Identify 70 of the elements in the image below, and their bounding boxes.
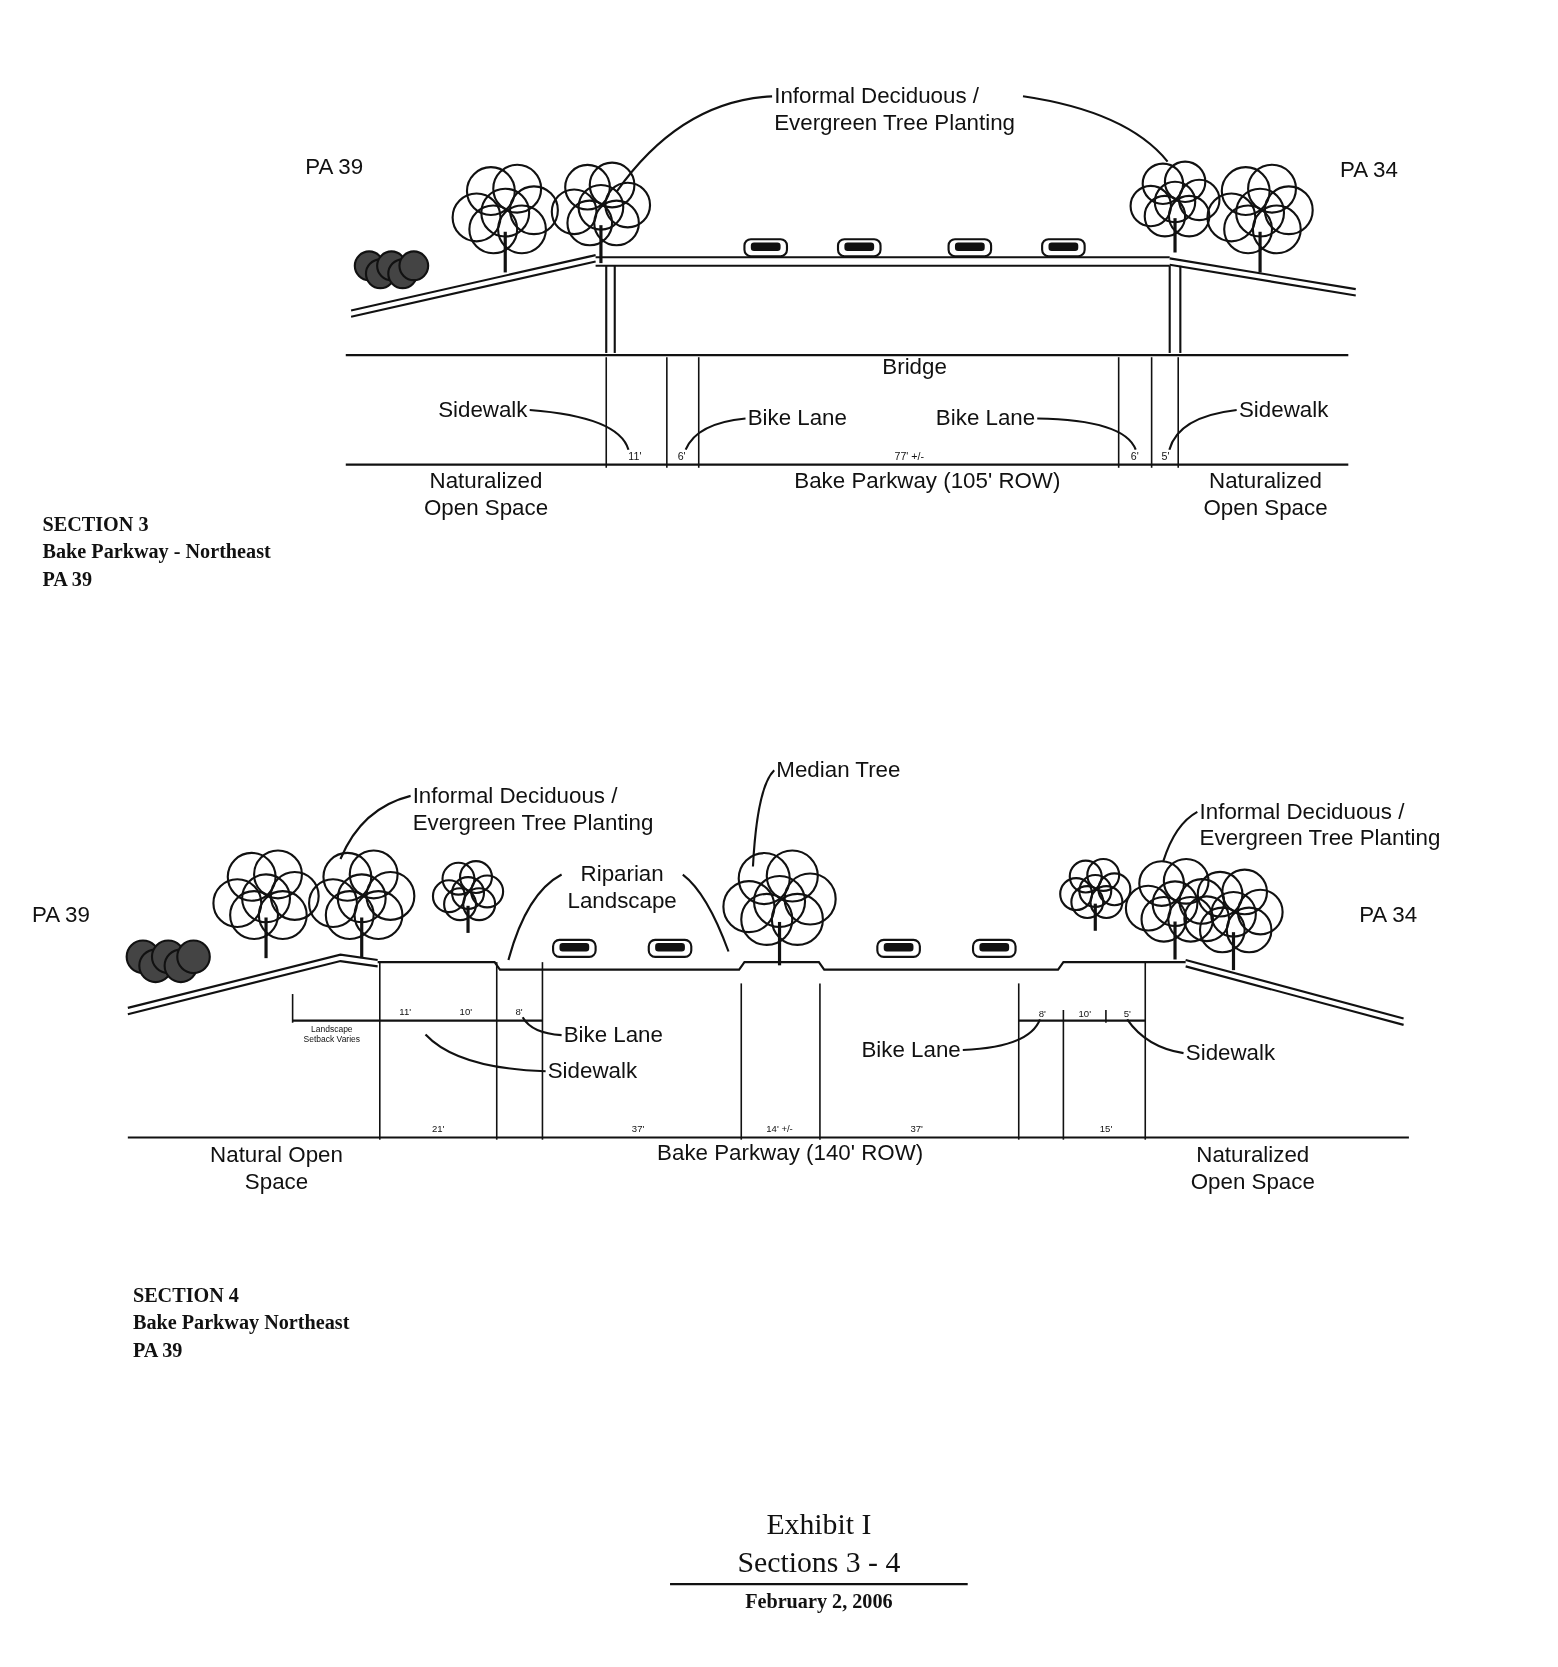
dimension-label: 6' bbox=[677, 449, 686, 463]
dimension-label: 14' +/- bbox=[766, 1123, 793, 1135]
area-label: PA 39 bbox=[31, 901, 90, 929]
leader-line bbox=[424, 1033, 546, 1073]
dimension-label: 10' bbox=[459, 1006, 473, 1018]
exhibit-subtitle: Sections 3 - 4 bbox=[737, 1544, 901, 1580]
dimension-label: Landscape Setback Varies bbox=[302, 1024, 362, 1045]
callout-label: Riparian Landscape bbox=[563, 861, 681, 915]
bridge-label: Bridge bbox=[882, 354, 947, 381]
callout-label: Bike Lane bbox=[861, 1036, 961, 1064]
leader-line bbox=[682, 873, 730, 952]
tree-drawing bbox=[1124, 857, 1226, 960]
leader-line bbox=[962, 1018, 1041, 1051]
tree-drawing bbox=[308, 849, 416, 959]
zone-label: Naturalized Open Space bbox=[1189, 1142, 1316, 1196]
leader-line bbox=[616, 95, 773, 192]
dimension-label: 77' +/- bbox=[894, 449, 924, 463]
dimension-label: 8' bbox=[515, 1006, 523, 1018]
callout-label: Sidewalk bbox=[1238, 396, 1329, 424]
callout-label: Informal Deciduous / Evergreen Tree Planting bbox=[1199, 798, 1447, 853]
leader-line bbox=[1037, 417, 1137, 451]
area-label: PA 39 bbox=[305, 154, 364, 181]
callout-label: Bike Lane bbox=[747, 405, 847, 432]
leader-line bbox=[1162, 810, 1198, 862]
dimension-label: 5' bbox=[1123, 1008, 1131, 1020]
callout-label: Sidewalk bbox=[1185, 1040, 1276, 1067]
dimension-label: 15' bbox=[1099, 1123, 1113, 1135]
dimension-label: 11' bbox=[399, 1006, 412, 1018]
section-subtitle: PA 39 bbox=[132, 1337, 183, 1363]
dimension-label: 6' bbox=[1130, 449, 1139, 463]
leader-line bbox=[529, 408, 630, 451]
area-label: PA 34 bbox=[1340, 157, 1398, 185]
dimension-label: 37' bbox=[631, 1123, 645, 1135]
leader-line bbox=[751, 769, 776, 867]
leader-line bbox=[339, 794, 411, 860]
tree-drawing bbox=[1129, 160, 1221, 253]
section-subtitle: Bake Parkway - Northeast bbox=[42, 539, 271, 564]
leader-line bbox=[521, 1016, 562, 1037]
dimension-label: 10' bbox=[1078, 1008, 1091, 1020]
section-subtitle: PA 39 bbox=[42, 566, 93, 592]
leader-line bbox=[1168, 408, 1237, 451]
callout-label: Bike Lane bbox=[935, 405, 1036, 432]
callout-label: Bike Lane bbox=[563, 1022, 663, 1049]
zone-label: Natural Open Space bbox=[209, 1142, 344, 1196]
leader-line bbox=[1126, 1018, 1184, 1055]
callout-label: Sidewalk bbox=[547, 1058, 638, 1085]
callout-label: Sidewalk bbox=[438, 396, 528, 424]
section-title: SECTION 3 bbox=[42, 511, 149, 536]
callout-label: Informal Deciduous / Evergreen Tree Planting bbox=[412, 782, 660, 837]
section-subtitle: Bake Parkway Northeast bbox=[132, 1310, 350, 1335]
area-label: PA 34 bbox=[1359, 901, 1418, 929]
tree-drawing bbox=[722, 849, 837, 966]
callout-label: Median Tree bbox=[776, 757, 901, 784]
dimension-label: 11' bbox=[628, 449, 642, 463]
section-title: SECTION 4 bbox=[132, 1282, 239, 1307]
date-label: February 2, 2006 bbox=[745, 1588, 893, 1614]
exhibit-title: Exhibit I bbox=[766, 1505, 872, 1542]
callout-label: Informal Deciduous / Evergreen Tree Planting bbox=[774, 82, 1021, 137]
road-label: Bake Parkway (105' ROW) bbox=[794, 467, 1061, 495]
leader-line bbox=[1022, 95, 1169, 163]
zone-label: Naturalized Open Space bbox=[422, 467, 550, 522]
dimension-label: 21' bbox=[431, 1123, 445, 1135]
dimension-label: 5' bbox=[1161, 449, 1170, 463]
leader-line bbox=[684, 417, 746, 451]
road-label: Bake Parkway (140' ROW) bbox=[657, 1140, 924, 1167]
leader-line bbox=[507, 873, 563, 961]
dimension-label: 8' bbox=[1038, 1008, 1046, 1020]
zone-label: Naturalized Open Space bbox=[1202, 467, 1329, 522]
dimension-label: 37' bbox=[910, 1123, 923, 1135]
tree-drawing bbox=[550, 161, 652, 264]
